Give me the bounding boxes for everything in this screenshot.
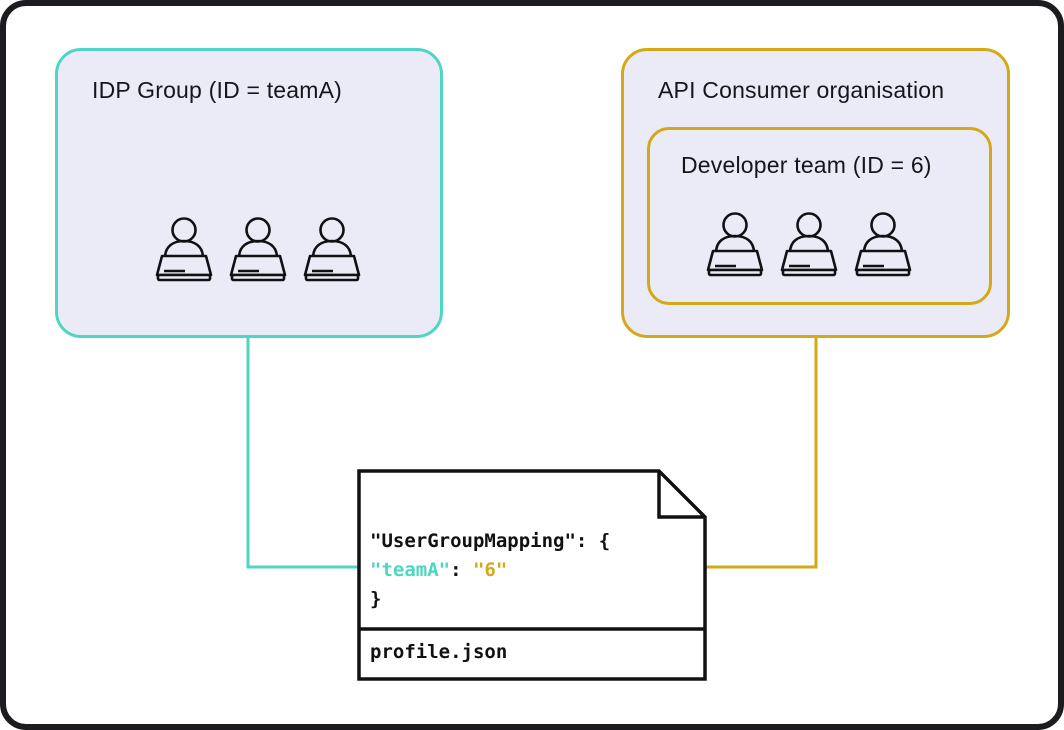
idp-group-box: IDP Group (ID = teamA) — [55, 48, 443, 338]
developer-team-people — [704, 210, 914, 278]
person-at-laptop-icon — [780, 212, 838, 277]
document-shape — [357, 469, 707, 681]
code-token-colon: : — [450, 559, 473, 581]
document-filename: profile.json — [370, 641, 508, 663]
person-at-laptop-icon — [706, 212, 764, 277]
code-token-value: "6" — [472, 559, 508, 581]
person-at-laptop-icon — [155, 217, 213, 282]
developer-team-box: Developer team (ID = 6) — [647, 127, 992, 305]
developer-team-label: Developer team (ID = 6) — [681, 152, 932, 178]
person-at-laptop-icon — [854, 212, 912, 277]
person-at-laptop-icon — [303, 217, 361, 282]
document-code-block: "UserGroupMapping": { "teamA": "6" } — [370, 527, 700, 614]
api-consumer-org-label: API Consumer organisation — [658, 77, 945, 103]
code-line-object-close: } — [370, 588, 382, 610]
idp-group-people — [153, 215, 363, 283]
code-token-key: "teamA" — [370, 559, 451, 581]
code-line-object-open: "UserGroupMapping": { — [370, 530, 611, 552]
profile-json-document: "UserGroupMapping": { "teamA": "6" } pro… — [357, 469, 707, 681]
idp-group-label: IDP Group (ID = teamA) — [92, 77, 343, 103]
api-consumer-org-box: API Consumer organisation Developer team… — [621, 48, 1010, 338]
person-at-laptop-icon — [229, 217, 287, 282]
